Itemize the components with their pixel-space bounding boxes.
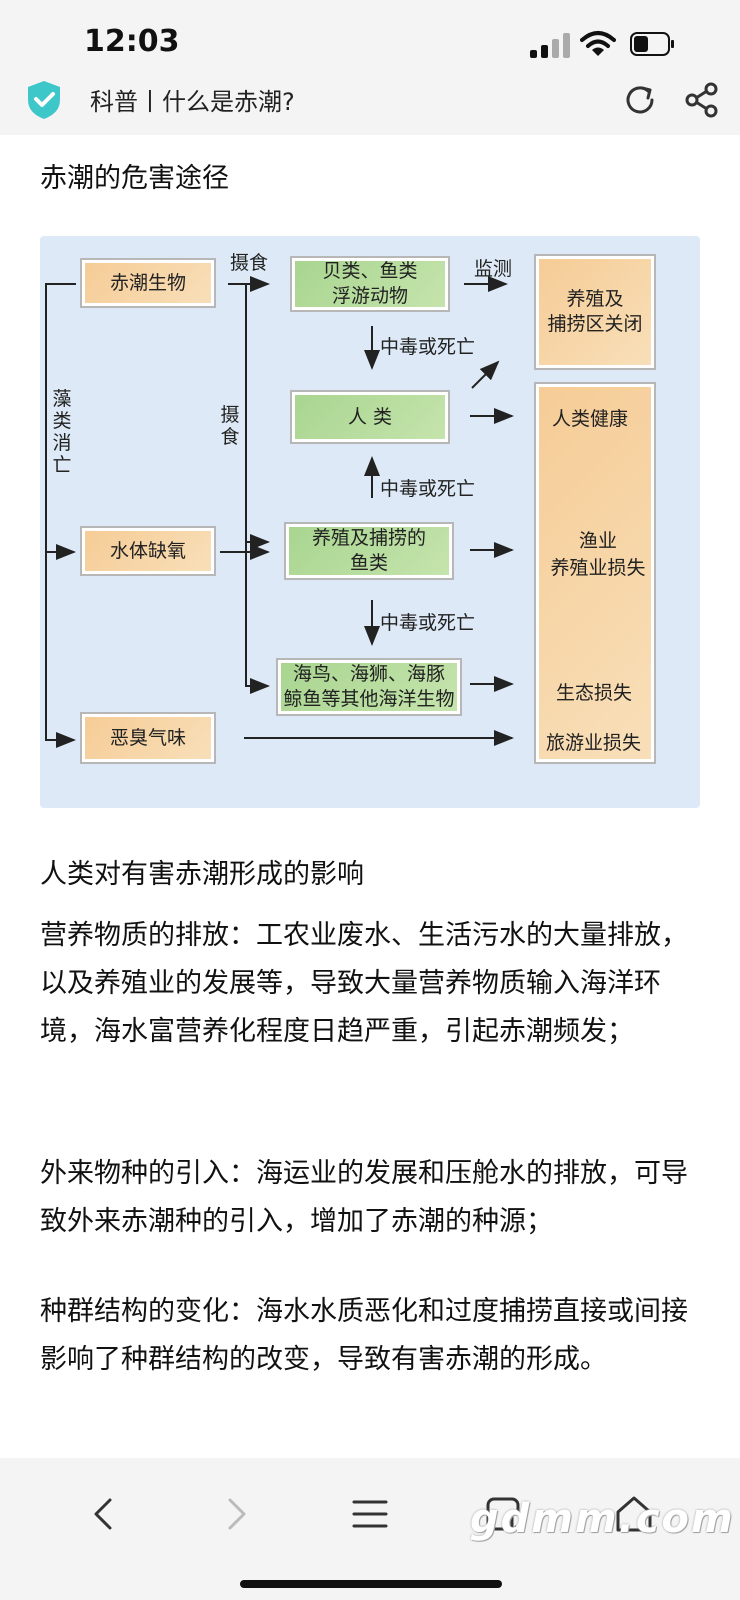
red-tide-diagram: 赤潮生物 贝类、鱼类 浮游动物 养殖及 捕捞区关闭 人 类 水体缺氧 养殖及捕捞… <box>40 236 700 808</box>
label-eco-loss: 生态损失 <box>556 682 633 704</box>
box-red-tide-organism: 赤潮生物 <box>80 258 216 308</box>
box-shellfish-fish-zooplankton: 贝类、鱼类 浮游动物 <box>290 256 450 312</box>
menu-icon[interactable] <box>348 1492 392 1536</box>
box-human: 人 类 <box>290 390 450 444</box>
home-icon[interactable] <box>612 1492 656 1536</box>
signal-icon <box>530 32 574 58</box>
box-water-hypoxia: 水体缺氧 <box>80 526 216 576</box>
label-poison-1: 中毒或死亡 <box>380 336 476 358</box>
forward-icon[interactable] <box>214 1492 258 1536</box>
page-title: 科普丨什么是赤潮? <box>90 88 295 116</box>
box-foul-odor: 恶臭气味 <box>80 712 216 764</box>
battery-icon <box>630 32 674 56</box>
label-poison-3: 中毒或死亡 <box>380 612 476 634</box>
home-indicator[interactable] <box>240 1580 502 1588</box>
box-farmed-fish: 养殖及捕捞的 鱼类 <box>284 522 454 580</box>
section-heading-harm-pathways: 赤潮的危害途径 <box>40 163 229 194</box>
box-marine-life: 海鸟、海狮、海豚 鲸鱼等其他海洋生物 <box>276 658 462 716</box>
browser-nav-bar: 科普丨什么是赤潮? <box>0 74 740 132</box>
top-bar: 12:03 科普丨什么是赤潮? <box>0 0 740 135</box>
label-feed-top: 摄食 <box>230 252 269 274</box>
label-human-health: 人类健康 <box>552 408 629 430</box>
paragraph-population-structure: 种群结构的变化：海水水质恶化和过度捕捞直接或间接影响了种群结构的改变，导致有害赤… <box>40 1296 688 1375</box>
reload-icon[interactable] <box>622 82 658 118</box>
share-icon[interactable] <box>684 82 720 118</box>
wifi-icon <box>580 31 616 56</box>
status-time: 12:03 <box>84 24 180 59</box>
paragraph-nutrients: 营养物质的排放：工农业废水、生活污水的大量排放，以及养殖业的发展等，导致大量营养… <box>40 920 688 1047</box>
label-feed-side: 摄食 <box>220 404 240 448</box>
bottom-toolbar <box>0 1458 740 1600</box>
back-icon[interactable] <box>82 1492 126 1536</box>
label-monitor: 监测 <box>474 258 513 280</box>
label-poison-2: 中毒或死亡 <box>380 478 476 500</box>
box-farm-fishing-closure: 养殖及 捕捞区关闭 <box>534 254 656 370</box>
status-bar: 12:03 <box>0 0 740 80</box>
diagram-arrows <box>45 276 514 748</box>
watermark: gdmm.com <box>470 1496 735 1542</box>
label-fishery-loss: 渔业 养殖业损失 <box>550 530 646 579</box>
label-algae-death: 藻类消亡 <box>52 388 72 476</box>
box-impact-column <box>534 382 656 764</box>
label-tourism-loss: 旅游业损失 <box>546 732 642 754</box>
section-heading-human-influence: 人类对有害赤潮形成的影响 <box>40 859 364 890</box>
tabs-icon[interactable] <box>482 1492 526 1536</box>
paragraph-invasive-species: 外来物种的引入：海运业的发展和压舱水的排放，可导致外来赤潮种的引入，增加了赤潮的… <box>40 1158 688 1237</box>
shield-icon[interactable] <box>26 80 62 120</box>
